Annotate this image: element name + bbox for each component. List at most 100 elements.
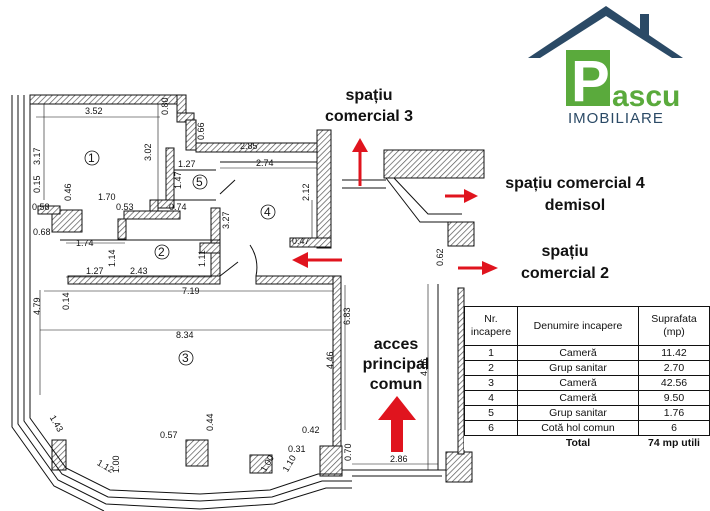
cell-room-name: Grup sanitar xyxy=(517,405,639,421)
dim-label: 0.47 xyxy=(292,236,310,246)
table-row: 3 Cameră 42.56 xyxy=(464,375,710,391)
dim-label: 3.27 xyxy=(221,211,231,229)
label-entrance-line3: comun xyxy=(370,376,422,393)
dim-label: 1.11 xyxy=(197,250,207,267)
dim-label: 1.14 xyxy=(107,249,117,267)
header-room-area: Suprafata (mp) xyxy=(638,306,710,346)
dim-label: 0.74 xyxy=(169,202,187,212)
arrow-up-commercial3-icon xyxy=(352,138,368,186)
dim-label: 2.86 xyxy=(390,454,408,464)
dim-label: 0.44 xyxy=(205,413,215,431)
cell-room-number: 3 xyxy=(464,375,518,391)
table-row: 6 Cotă hol comun 6 xyxy=(464,420,710,436)
cell-room-name: Cameră xyxy=(517,390,639,406)
dim-label: 1.27 xyxy=(86,266,104,276)
room-markers: 1 2 3 4 5 xyxy=(84,150,276,366)
dim-label: 2.43 xyxy=(130,266,148,276)
label-entrance-line2: principal xyxy=(363,356,430,373)
dim-label: 3.02 xyxy=(143,143,153,161)
dim-label: 4.66 xyxy=(419,358,429,376)
cell-room-area: 2.70 xyxy=(638,360,710,376)
arrow-up-entrance-icon xyxy=(378,396,416,452)
cell-room-name: Cotă hol comun xyxy=(517,420,639,436)
logo-subtitle: IMOBILIARE xyxy=(568,110,664,127)
dim-label: 1.00 xyxy=(111,455,121,473)
rooms-area-table: Nr. incapere Denumire incapere Suprafata… xyxy=(464,306,710,450)
cell-room-number: 2 xyxy=(464,360,518,376)
header-room-name: Denumire incapere xyxy=(517,306,639,346)
dim-label: 0.68 xyxy=(33,227,51,237)
cell-room-area: 1.76 xyxy=(638,405,710,421)
dim-label: 1.70 xyxy=(98,192,116,202)
label-commercial3-line2: comercial 3 xyxy=(325,108,413,125)
label-commercial2-line1: spațiu xyxy=(541,243,588,260)
company-logo: P ascu IMOBILIARE xyxy=(528,6,683,127)
room-number-5: 5 xyxy=(196,175,203,189)
dim-label: 1.43 xyxy=(48,413,65,433)
room-number-1: 1 xyxy=(88,151,95,165)
arrow-right-commercial2-icon xyxy=(458,261,498,275)
dim-label: 1.74 xyxy=(76,238,94,248)
label-commercial4-line1: spațiu comercial 4 xyxy=(505,175,645,192)
cell-room-name: Grup sanitar xyxy=(517,360,639,376)
arrow-left-room4-icon xyxy=(292,252,342,268)
dim-label: 0.14 xyxy=(61,292,71,310)
direction-arrows xyxy=(292,138,498,452)
cell-room-number: 1 xyxy=(464,345,518,361)
label-entrance-line1: acces xyxy=(374,336,419,353)
dim-label: 4.79 xyxy=(32,297,42,315)
dim-label: 0.46 xyxy=(63,183,73,201)
walls xyxy=(29,94,485,483)
total-label: Total xyxy=(565,436,591,449)
arrow-right-commercial4-icon xyxy=(445,189,478,203)
dim-label: 0.66 xyxy=(196,122,206,140)
dim-label: 1.10 xyxy=(281,453,298,473)
dim-label: 0.15 xyxy=(32,175,42,193)
table-row: 2 Grup sanitar 2.70 xyxy=(464,360,710,376)
dim-label: 0.53 xyxy=(116,202,134,212)
room-number-2: 2 xyxy=(158,245,165,259)
cell-room-number: 5 xyxy=(464,405,518,421)
label-commercial2-line2: comercial 2 xyxy=(521,265,609,282)
label-commercial4-line2: demisol xyxy=(545,197,605,214)
house-roof-icon xyxy=(528,6,683,58)
logo-wordmark: ascu xyxy=(612,80,680,113)
table-total-row: Total 74 mp utili xyxy=(465,436,710,451)
dim-label: 0.57 xyxy=(160,430,178,440)
dim-label: 0.31 xyxy=(288,444,306,454)
cell-room-number: 4 xyxy=(464,390,518,406)
cell-room-area: 9.50 xyxy=(638,390,710,406)
outer-wall-lines xyxy=(11,95,462,511)
interior-lines xyxy=(60,161,317,241)
cell-room-area: 42.56 xyxy=(638,375,710,391)
dim-label: 4.46 xyxy=(325,351,335,369)
dim-label: 0.62 xyxy=(435,248,445,266)
dim-label: 3.17 xyxy=(32,147,42,165)
room-number-3: 3 xyxy=(182,351,189,365)
space-labels: spațiu comercial 3 spațiu comercial 4 de… xyxy=(325,87,645,393)
dim-label: 0.42 xyxy=(302,425,320,435)
dim-label: 0.58 xyxy=(32,202,50,212)
dim-label: 2.12 xyxy=(301,183,311,201)
cell-room-name: Cameră xyxy=(517,375,639,391)
dimension-lines xyxy=(36,104,438,470)
chimney-icon xyxy=(640,14,649,36)
total-value: 74 mp utili xyxy=(648,436,700,449)
dim-label: 0.80 xyxy=(160,97,170,115)
table-header-row: Nr. incapere Denumire incapere Suprafata… xyxy=(464,306,710,346)
cell-room-name: Cameră xyxy=(517,345,639,361)
dim-label: 7.19 xyxy=(182,286,200,296)
header-room-number: Nr. incapere xyxy=(464,306,518,346)
dim-label: 1.27 xyxy=(178,159,196,169)
dim-label: 8.34 xyxy=(176,330,194,340)
dimension-labels: 3.52 0.80 0.66 2.85 3.17 3.02 1.27 2.74 … xyxy=(32,97,445,475)
cell-room-number: 6 xyxy=(464,420,518,436)
table-row: 4 Cameră 9.50 xyxy=(464,390,710,406)
dim-label: 1.47 xyxy=(173,171,183,189)
dim-label: 3.52 xyxy=(85,106,103,116)
table-row: 5 Grup sanitar 1.76 xyxy=(464,405,710,421)
label-commercial3-line1: spațiu xyxy=(345,87,392,104)
room-number-4: 4 xyxy=(264,205,271,219)
